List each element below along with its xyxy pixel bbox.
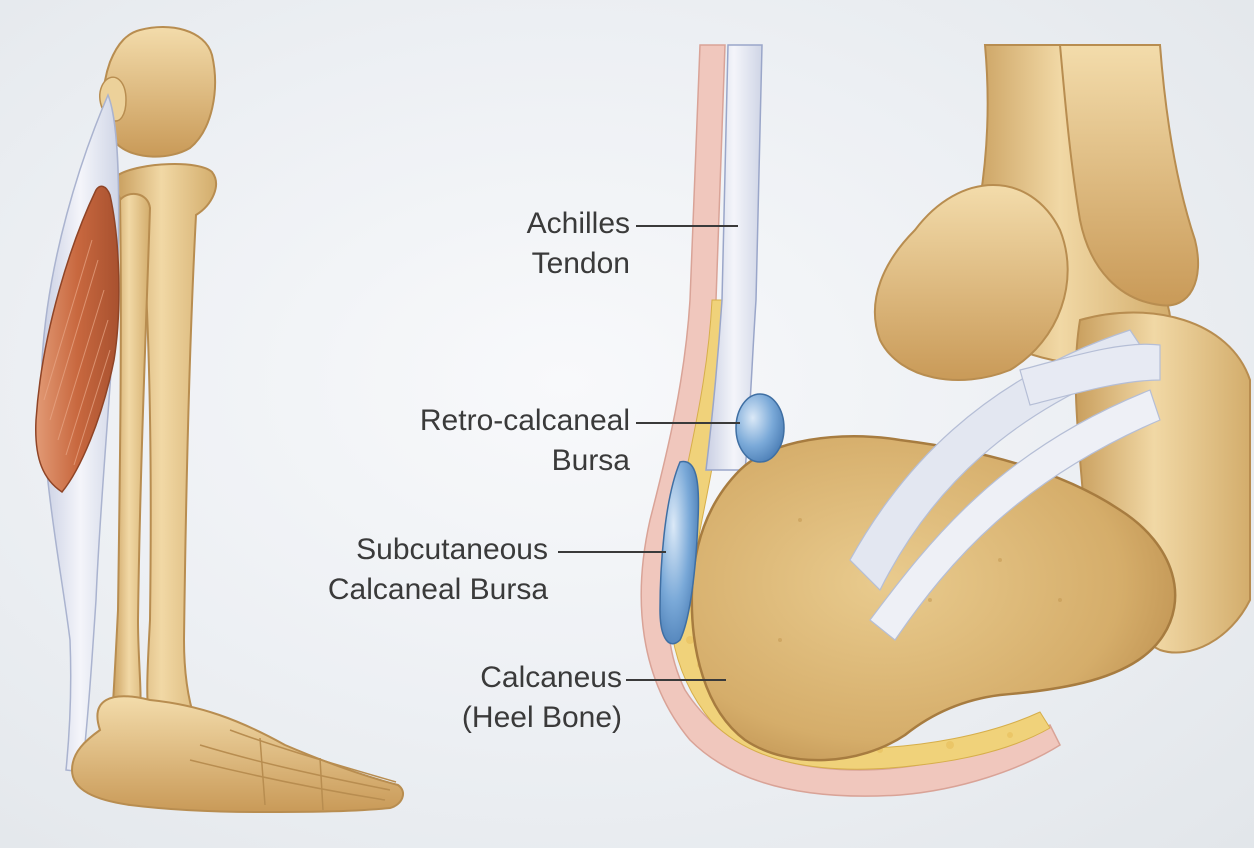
heel-section (558, 45, 1250, 796)
label-retro-line1: Retro-calcaneal (420, 401, 630, 441)
label-calcaneus-line1: Calcaneus (462, 658, 622, 698)
label-achilles-line2: Tendon (527, 244, 630, 284)
label-retro-calcaneal-bursa: Retro-calcaneal Bursa (420, 401, 630, 481)
label-achilles-line1: Achilles (527, 204, 630, 244)
label-calcaneus: Calcaneus (Heel Bone) (462, 658, 622, 738)
label-subcutaneous-calcaneal-bursa: Subcutaneous Calcaneal Bursa (328, 530, 548, 610)
retrocalcaneal-bursa (736, 394, 784, 462)
leg-skeleton (36, 27, 403, 812)
label-subcutaneous-line1: Subcutaneous (328, 530, 548, 570)
label-calcaneus-line2: (Heel Bone) (462, 698, 622, 738)
calf-muscle (36, 186, 119, 492)
label-subcutaneous-line2: Calcaneal Bursa (328, 570, 548, 610)
label-achilles-tendon: Achilles Tendon (527, 204, 630, 284)
label-retro-line2: Bursa (420, 441, 630, 481)
